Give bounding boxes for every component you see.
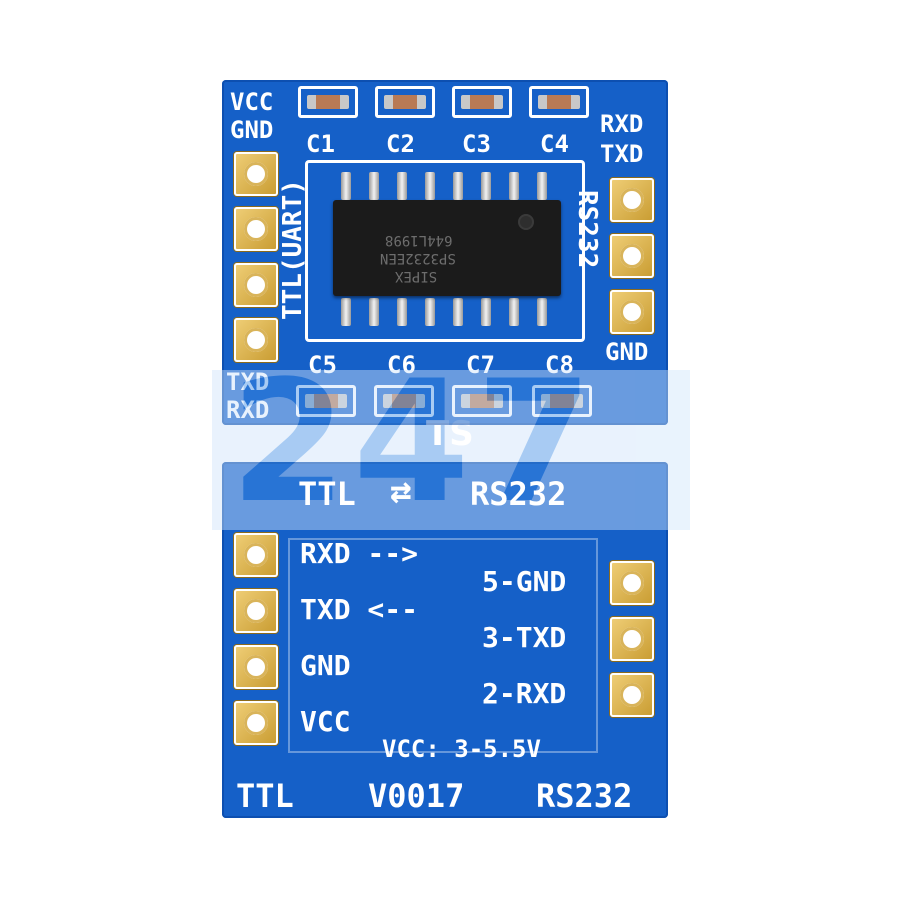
- label-c7: C7: [466, 351, 495, 379]
- label-gnd: GND: [300, 649, 351, 682]
- capacitor-c2: [375, 86, 435, 118]
- pad-2-rxd: [610, 673, 654, 717]
- chip-outline: [305, 160, 585, 342]
- pad-txd: [234, 589, 278, 633]
- pad-rs232-rxd: [610, 178, 654, 222]
- chip-pin: [481, 298, 491, 326]
- watermark: 247 TS: [212, 358, 690, 530]
- capacitor-c3: [452, 86, 512, 118]
- label-vcc: VCC: [300, 705, 351, 738]
- pad-ttl-gnd: [234, 207, 278, 251]
- chip-pin: [341, 298, 351, 326]
- chip-pin: [509, 298, 519, 326]
- capacitor-c6: [374, 385, 434, 417]
- label-c6: C6: [387, 351, 416, 379]
- title-ttl: TTL: [298, 475, 356, 513]
- footer-ttl: TTL: [236, 777, 294, 815]
- label-gnd-right: GND: [605, 338, 649, 366]
- label-rxd-right: RXD: [600, 110, 644, 138]
- watermark-box: [212, 370, 690, 530]
- watermark-text: 247: [230, 344, 599, 540]
- pad-3-txd: [610, 617, 654, 661]
- label-c1: C1: [306, 130, 335, 158]
- capacitor-c4: [529, 86, 589, 118]
- label-ttl-uart: TTL(UART): [278, 179, 308, 320]
- label-c5: C5: [308, 351, 337, 379]
- label-2-rxd: 2-RXD: [482, 677, 567, 710]
- chip-pin: [397, 298, 407, 326]
- capacitor-c8: [532, 385, 592, 417]
- chip-pin: [425, 172, 435, 200]
- label-c3: C3: [462, 130, 491, 158]
- label-c8: C8: [545, 351, 574, 379]
- label-vcc-top: VCC: [230, 88, 274, 116]
- pad-ttl-txd: [234, 263, 278, 307]
- title-arrow-icon: ⇄: [390, 471, 412, 512]
- chip-marking-3: 644L1998: [385, 232, 453, 248]
- chip-pin: [453, 172, 463, 200]
- label-txd-arrow: TXD <--: [300, 593, 419, 626]
- chip-pin: [481, 172, 491, 200]
- watermark-logo: TS: [426, 414, 474, 454]
- label-rxd-top: RXD: [226, 398, 269, 422]
- label-voltage: VCC: 3-5.5V: [382, 735, 541, 763]
- chip-marking-1: SIPEX: [395, 268, 438, 284]
- chip-pin: [537, 298, 547, 326]
- pad-gnd: [234, 645, 278, 689]
- chip-pin: [341, 172, 351, 200]
- capacitor-c1: [298, 86, 358, 118]
- label-rxd-arrow: RXD -->: [300, 537, 419, 570]
- title-rs232: RS232: [470, 475, 567, 513]
- capacitor-c5: [296, 385, 356, 417]
- capacitor-c7: [452, 385, 512, 417]
- chip-pin: [509, 172, 519, 200]
- footer-rs232: RS232: [536, 777, 633, 815]
- footer-version: V0017: [368, 777, 465, 815]
- pad-5-gnd: [610, 561, 654, 605]
- chip-pin: [425, 298, 435, 326]
- pad-ttl-vcc: [234, 152, 278, 196]
- pad-ttl-rxd: [234, 318, 278, 362]
- silkscreen-outline: [288, 538, 598, 753]
- pad-rxd: [234, 533, 278, 577]
- label-c4: C4: [540, 130, 569, 158]
- label-txd-top: TXD: [226, 370, 269, 394]
- chip-pin: [369, 172, 379, 200]
- chip-pin: [453, 298, 463, 326]
- label-c2: C2: [386, 130, 415, 158]
- label-3-txd: 3-TXD: [482, 621, 567, 654]
- chip-pin: [369, 298, 379, 326]
- chip-pin: [397, 172, 407, 200]
- chip-pin: [537, 172, 547, 200]
- label-gnd-top: GND: [230, 116, 274, 144]
- chip-marking-2: SP3232EEN: [380, 250, 456, 266]
- label-5-gnd: 5-GND: [482, 565, 567, 598]
- label-txd-right: TXD: [600, 140, 644, 168]
- pad-rs232-gnd: [610, 290, 654, 334]
- pad-vcc: [234, 701, 278, 745]
- chip-pin1-dot: [518, 214, 534, 230]
- pad-rs232-txd: [610, 234, 654, 278]
- pcb-bottom: [222, 462, 668, 818]
